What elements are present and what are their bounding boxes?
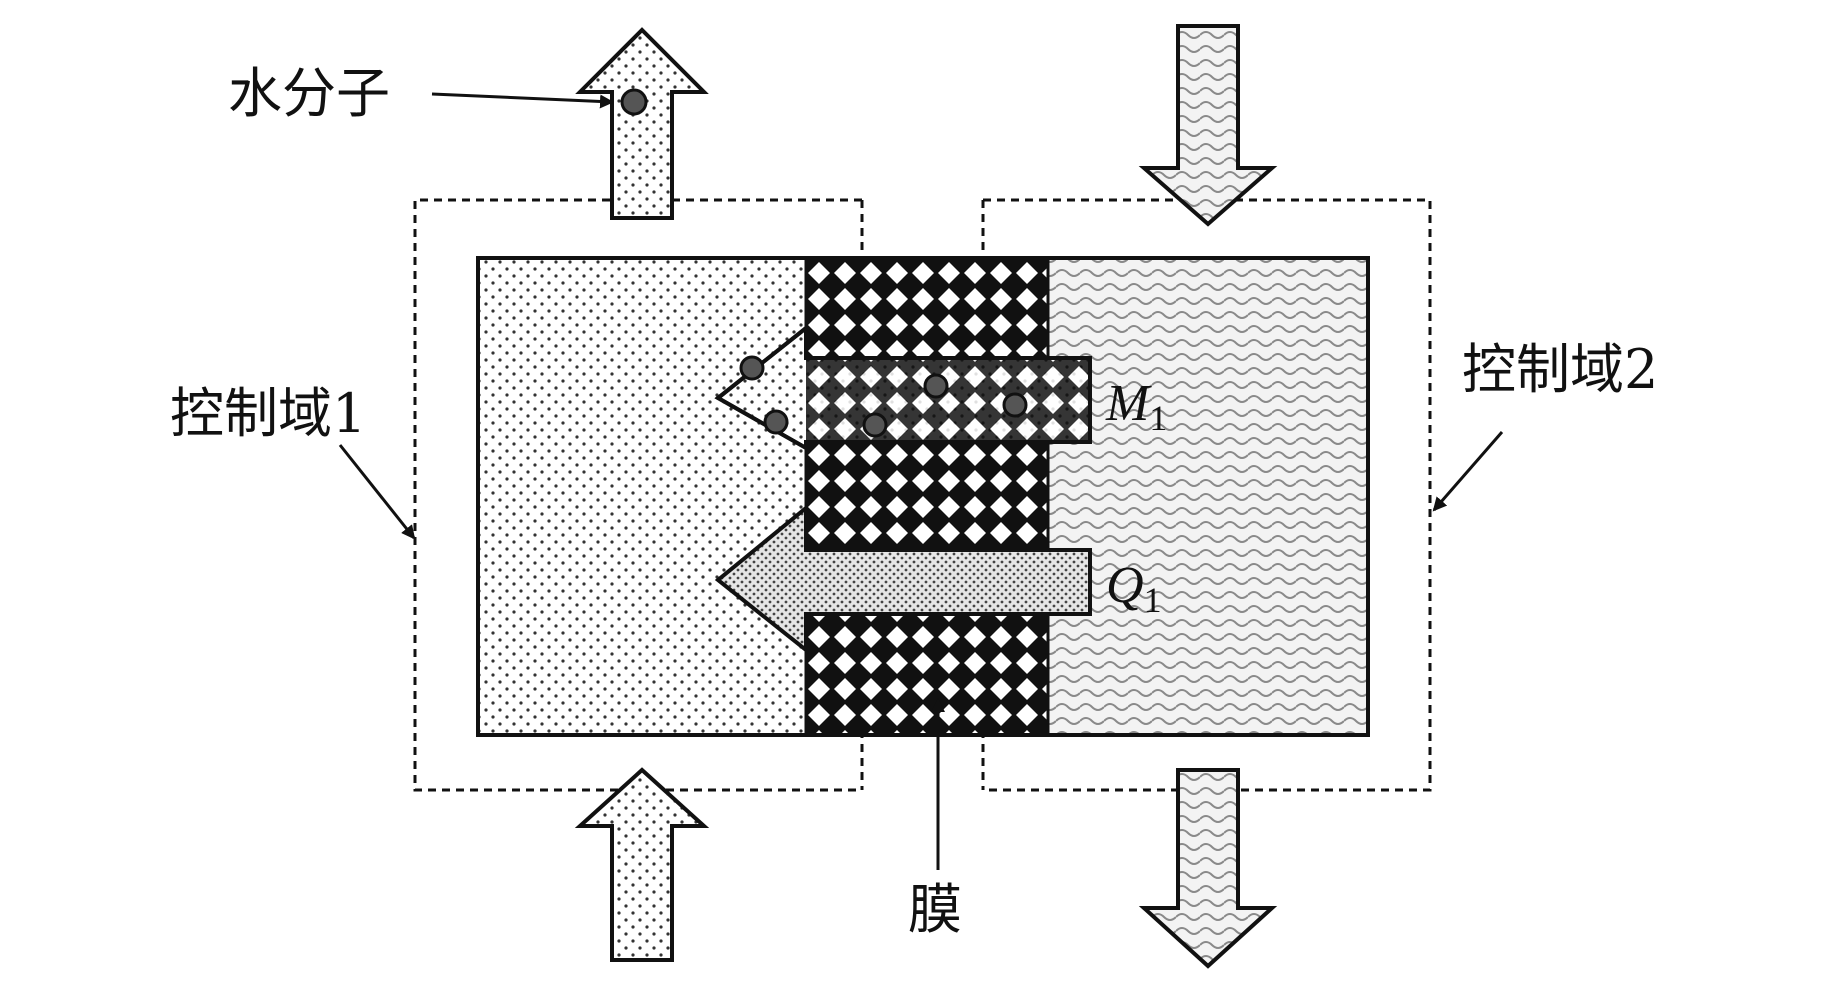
left-outflow-arrow xyxy=(575,27,709,220)
control-domain-2-label: 控制域2 xyxy=(1462,338,1658,401)
membrane-layer xyxy=(806,258,1048,735)
control-domain-1-label: 控制域1 xyxy=(170,382,366,445)
mass-flux-label: M1 xyxy=(1105,375,1167,438)
right-fluid-region xyxy=(1048,258,1368,735)
mass-flux-arrow-outline xyxy=(714,323,1092,452)
water-molecules xyxy=(739,355,1028,438)
water-molecule-label: 水分子 xyxy=(228,62,390,125)
membrane-label: 膜 xyxy=(908,878,962,941)
control-domain-2-leader xyxy=(1432,431,1504,512)
mass-flux-subscript: 1 xyxy=(1149,398,1167,438)
heat-flux-label: Q1 xyxy=(1106,557,1162,620)
right-inflow-arrow xyxy=(1138,24,1278,227)
mass-flux-arrow-body xyxy=(806,358,1090,442)
heat-flux-subscript: 1 xyxy=(1144,580,1162,620)
left-fluid-region xyxy=(478,258,806,735)
water-molecule-top xyxy=(620,88,648,116)
water-molecule-leader xyxy=(431,92,614,109)
left-inflow-arrow xyxy=(574,767,710,962)
heat-flux-arrow xyxy=(714,503,1092,655)
control-domain-1-leader xyxy=(338,444,416,540)
module-frame xyxy=(476,256,1370,737)
heat-flux-symbol: Q xyxy=(1106,557,1144,614)
right-outflow-arrow xyxy=(1138,768,1278,969)
mass-flux-symbol: M xyxy=(1105,375,1152,432)
